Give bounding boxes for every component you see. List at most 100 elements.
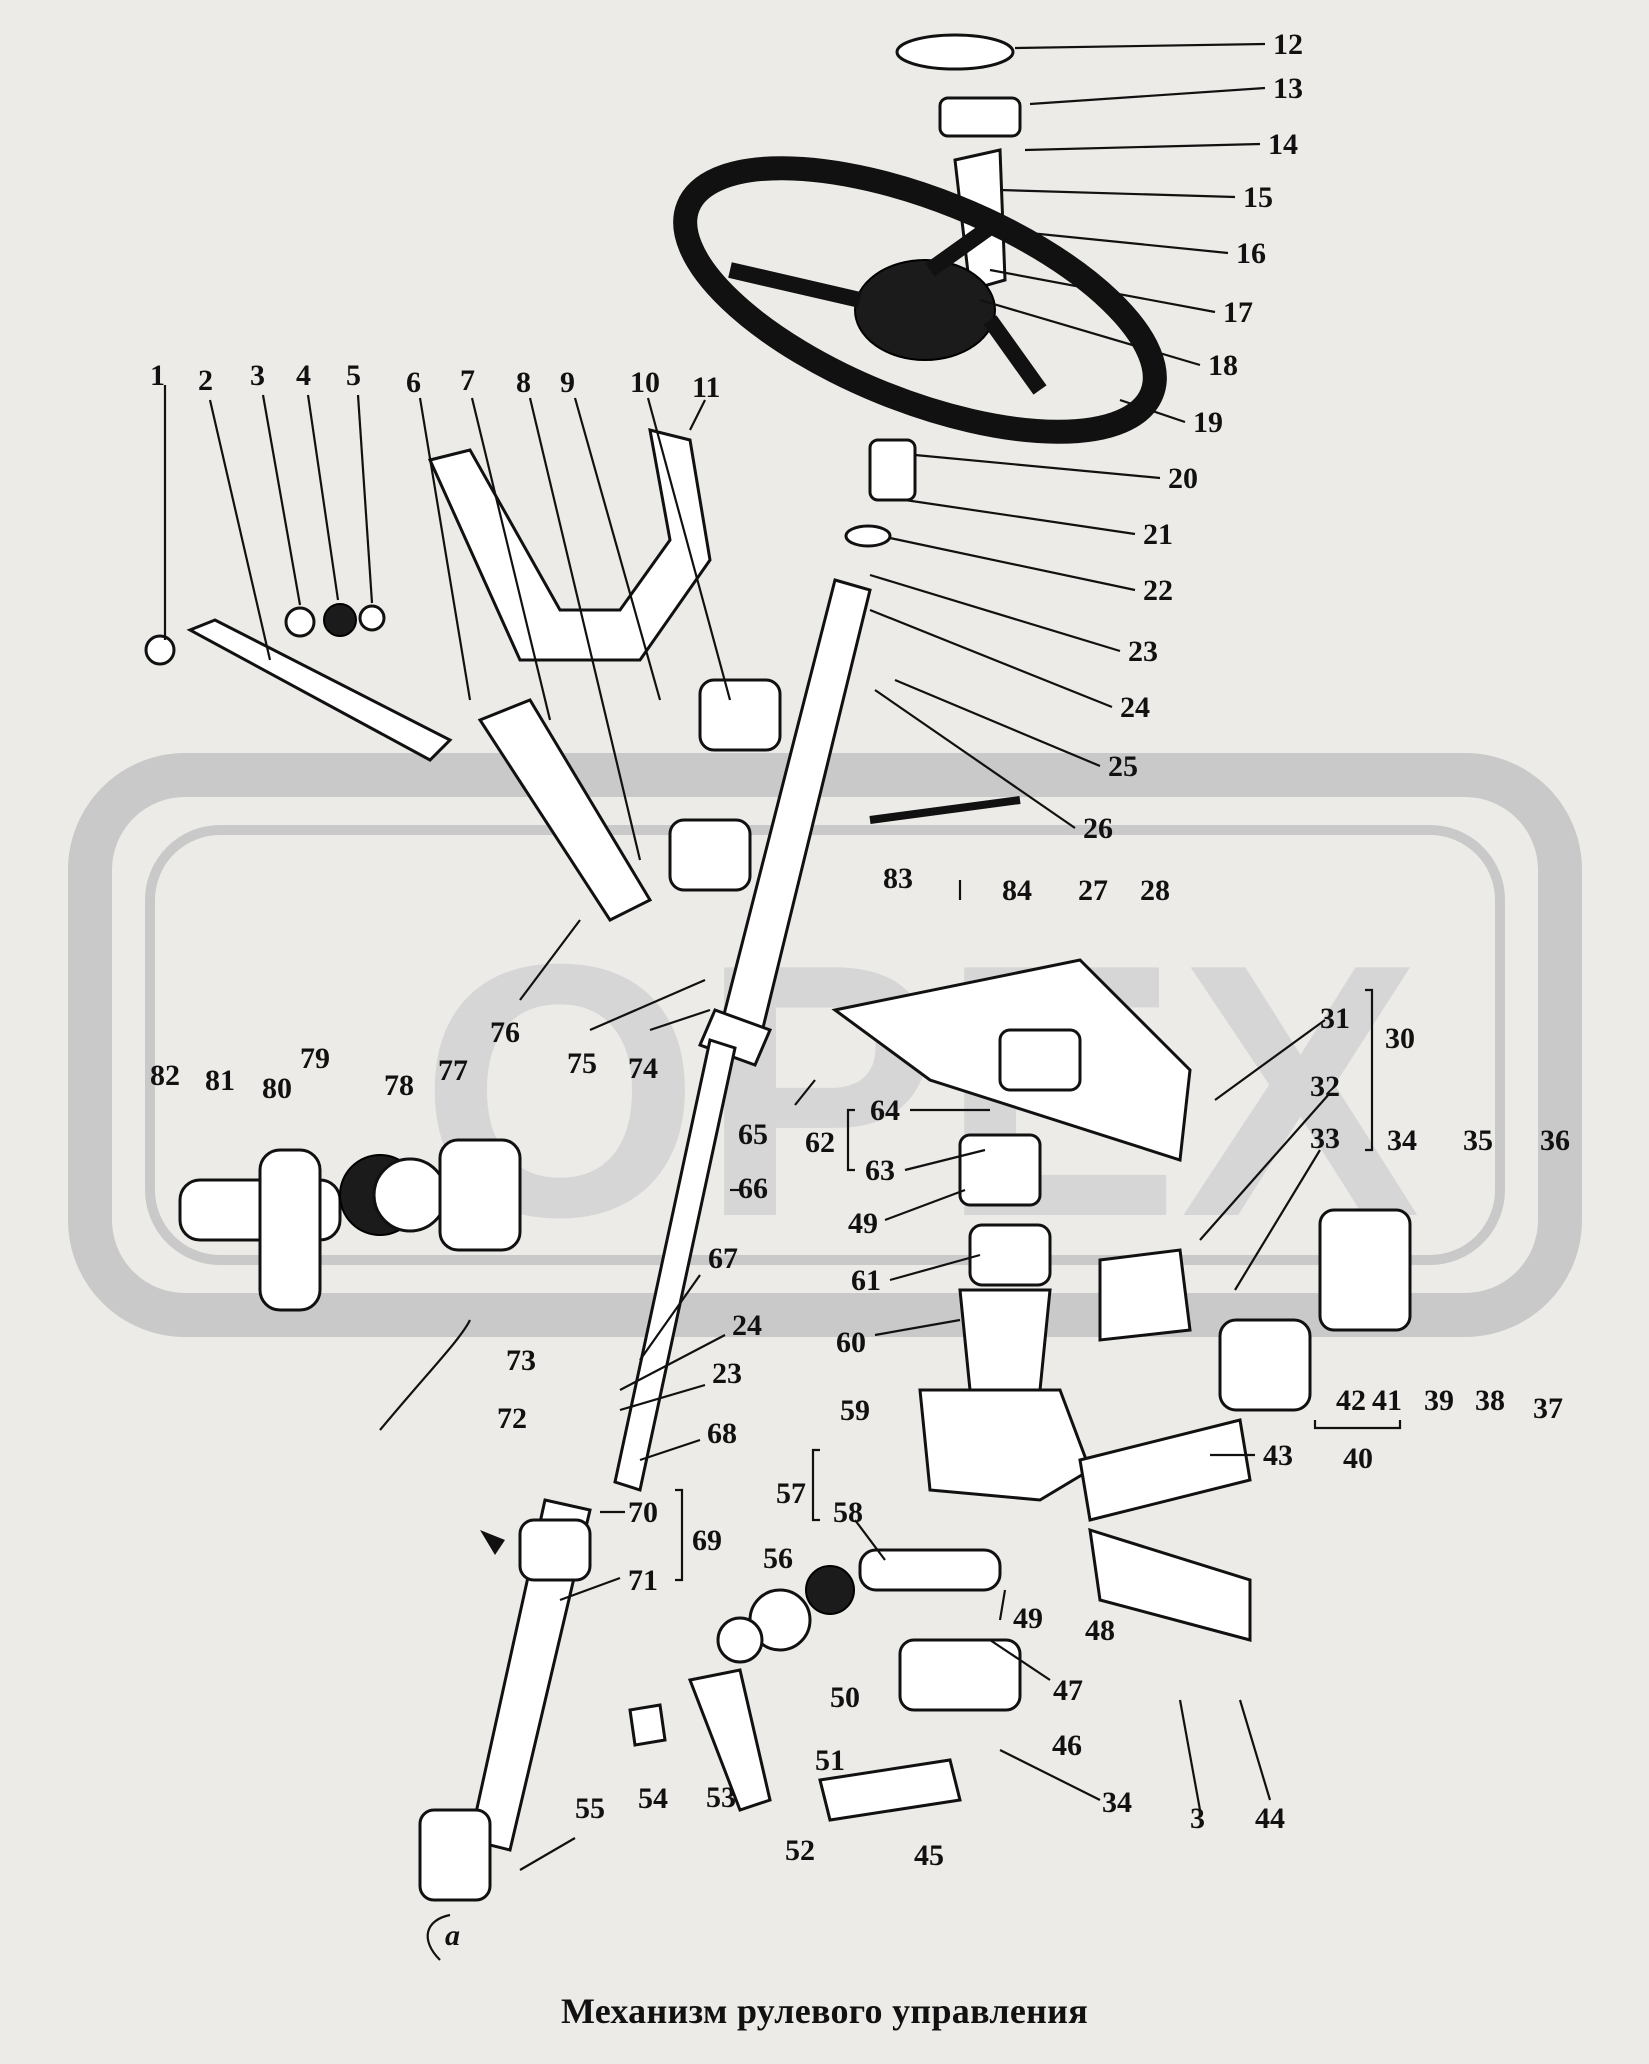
column-bracket xyxy=(144,427,1021,922)
label-71: 71 xyxy=(628,1564,658,1597)
horn-cap xyxy=(895,33,1015,71)
side-cover-gasket xyxy=(1098,1248,1192,1342)
label-1: 1 xyxy=(150,359,165,392)
rotation-arrow-upper xyxy=(379,1319,471,1431)
sector-bushing xyxy=(1218,1318,1312,1412)
label-24-lower: 24 xyxy=(732,1309,762,1342)
label-19: 19 xyxy=(1193,406,1223,439)
seal-retainer xyxy=(372,1157,448,1233)
rotation-arrowhead xyxy=(480,1530,505,1555)
gear-housing xyxy=(918,1388,1092,1502)
label-23-lower: 23 xyxy=(712,1357,742,1390)
label-35: 35 xyxy=(1463,1124,1493,1157)
label-82: 82 xyxy=(150,1059,180,1092)
diagram-caption: Механизм рулевого управления xyxy=(561,1991,1088,2031)
label-16: 16 xyxy=(1236,237,1266,270)
column-bushing xyxy=(868,438,917,502)
label-83: 83 xyxy=(883,862,913,895)
label-15: 15 xyxy=(1243,181,1273,214)
label-49-upper: 49 xyxy=(848,1207,878,1240)
label-8: 8 xyxy=(516,366,531,399)
label-44: 44 xyxy=(1255,1802,1285,1835)
label-84: 84 xyxy=(1002,874,1032,907)
lower-yoke xyxy=(418,1808,492,1902)
label-59: 59 xyxy=(840,1394,870,1427)
label-33: 33 xyxy=(1310,1122,1340,1155)
label-46: 46 xyxy=(1052,1729,1082,1762)
label-48: 48 xyxy=(1085,1614,1115,1647)
label-64: 64 xyxy=(870,1094,900,1127)
label-43: 43 xyxy=(1263,1439,1293,1472)
label-80: 80 xyxy=(262,1072,292,1105)
bearing-cup xyxy=(968,1223,1052,1287)
label-7: 7 xyxy=(460,364,475,397)
side-cover xyxy=(1318,1208,1412,1332)
oil-seal xyxy=(805,1565,855,1615)
label-27: 27 xyxy=(1078,874,1108,907)
label-47: 47 xyxy=(1053,1674,1083,1707)
label-12: 12 xyxy=(1273,28,1303,61)
intermediate-shaft xyxy=(468,1498,592,1852)
floor-seal xyxy=(998,1028,1082,1092)
callouts: 12 13 14 15 16 17 18 19 20 21 22 23 24 2… xyxy=(150,28,1570,1952)
label-75: 75 xyxy=(567,1047,597,1080)
label-25: 25 xyxy=(1108,750,1138,783)
label-72: 72 xyxy=(497,1402,527,1435)
label-69: 69 xyxy=(692,1524,722,1557)
washer xyxy=(284,606,316,638)
label-56: 56 xyxy=(763,1542,793,1575)
label-26: 26 xyxy=(1083,812,1113,845)
label-10: 10 xyxy=(630,366,660,399)
label-60: 60 xyxy=(836,1326,866,1359)
label-66: 66 xyxy=(738,1172,768,1205)
label-39: 39 xyxy=(1424,1384,1454,1417)
needle-bearing xyxy=(438,1138,522,1252)
label-14: 14 xyxy=(1268,128,1298,161)
label-6: 6 xyxy=(406,366,421,399)
label-31: 31 xyxy=(1320,1002,1350,1035)
lower-clamp xyxy=(668,818,752,892)
label-4: 4 xyxy=(296,359,311,392)
label-30: 30 xyxy=(1385,1022,1415,1055)
label-81: 81 xyxy=(205,1064,235,1097)
bolt-head xyxy=(144,634,176,666)
label-17: 17 xyxy=(1223,296,1253,329)
shaft-tube xyxy=(858,1548,1002,1592)
label-41: 41 xyxy=(1372,1384,1402,1417)
label-57: 57 xyxy=(776,1477,806,1510)
label-63: 63 xyxy=(865,1154,895,1187)
pitman-arm xyxy=(687,1668,772,1812)
label-54: 54 xyxy=(638,1782,668,1815)
label-52: 52 xyxy=(785,1834,815,1867)
upper-clamp xyxy=(698,678,782,752)
snap-ring xyxy=(844,524,892,548)
label-40: 40 xyxy=(1343,1442,1373,1475)
mounting-plate xyxy=(818,1758,962,1822)
label-28: 28 xyxy=(1140,874,1170,907)
label-36: 36 xyxy=(1540,1124,1570,1157)
label-23-upper: 23 xyxy=(1128,635,1158,668)
label-49-lower: 49 xyxy=(1013,1602,1043,1635)
spider-arm-vertical xyxy=(258,1148,322,1312)
horn-contact-plate xyxy=(938,96,1022,138)
steering-wheel-assembly xyxy=(673,33,1167,444)
rotation-arrow-lower xyxy=(426,1913,451,1961)
worm-gear xyxy=(958,1288,1052,1392)
rotation-mark-lower: а xyxy=(445,1919,460,1952)
bearing-cover xyxy=(958,1133,1042,1207)
adjusting-nut xyxy=(716,1616,764,1664)
label-42: 42 xyxy=(1336,1384,1366,1417)
bracket-plate xyxy=(427,427,712,662)
label-62: 62 xyxy=(805,1126,835,1159)
label-13: 13 xyxy=(1273,72,1303,105)
sector-shaft xyxy=(1078,1418,1252,1522)
label-51: 51 xyxy=(815,1744,845,1777)
label-67: 67 xyxy=(708,1242,738,1275)
label-70: 70 xyxy=(628,1496,658,1529)
label-76: 76 xyxy=(490,1016,520,1049)
label-22: 22 xyxy=(1143,574,1173,607)
label-79: 79 xyxy=(300,1042,330,1075)
label-32: 32 xyxy=(1310,1070,1340,1103)
